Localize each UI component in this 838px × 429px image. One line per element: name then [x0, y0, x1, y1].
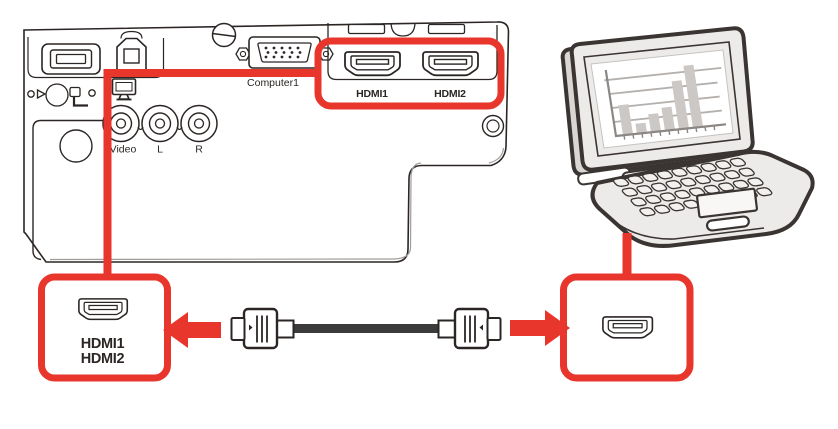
- indicator-icons: [27, 83, 96, 107]
- hdmi2-port-icon: [422, 51, 479, 77]
- panel-outline: [23, 21, 510, 263]
- projector-port-panel: Computer1 HDMI1 HDMI2: [23, 21, 510, 263]
- usb-b-port-icon: [116, 30, 147, 72]
- callout-hdmi1-label: HDMI1: [81, 336, 125, 352]
- hdmi-recess-outline: [327, 23, 498, 81]
- callout-leader-line-projector: [103, 69, 318, 277]
- laptop-touchpad: [696, 187, 758, 219]
- chart-ticks: [624, 126, 715, 140]
- arrow-right-icon: [510, 310, 570, 346]
- screw-hole-icon: [481, 114, 505, 138]
- vga-pins: [264, 46, 302, 59]
- projector-hdmi-callout-content: HDMI1 HDMI2: [78, 298, 129, 367]
- chart-bars: [618, 64, 703, 136]
- audio-right-label: R: [195, 144, 203, 156]
- laptop-front-latch: [705, 215, 750, 232]
- laptop-front-edge-line: [603, 212, 765, 240]
- small-led-icon: [27, 90, 35, 98]
- usb-a-port-icon: [41, 43, 101, 75]
- triangle-icon: [36, 88, 47, 100]
- laptop: [560, 26, 815, 248]
- hdmi-recess-tab: [347, 23, 386, 35]
- hdmi-plug-right-icon: [437, 307, 502, 350]
- rca-audio-left-jack-icon: [141, 104, 179, 143]
- hdmi-recess-tab: [427, 23, 466, 35]
- hdmi-port-callout-icon: [78, 298, 129, 321]
- laptop-hdmi-callout-content: [602, 316, 654, 339]
- hdmi-ports-highlight-box: [314, 37, 505, 110]
- power-button-icon: [45, 83, 69, 107]
- monitor-icon: [111, 78, 137, 101]
- chart-axes: [606, 58, 726, 136]
- hdmi1-port-label: HDMI1: [356, 88, 388, 100]
- panel-inner-shadow: [49, 147, 505, 261]
- panel-round-opening: [59, 129, 93, 163]
- screen-bar-chart-illustration: [603, 58, 731, 141]
- video-jack-label: Video: [110, 144, 137, 156]
- panel-seam-line: [32, 119, 103, 261]
- audio-left-label: L: [157, 144, 163, 156]
- hdmi2-port-label: HDMI2: [434, 88, 466, 100]
- hdmi-plug-left-icon: [230, 307, 295, 350]
- hdmi1-port-icon: [344, 51, 401, 77]
- computer1-port-label: Computer1: [247, 77, 299, 89]
- arrow-left-icon: [163, 312, 221, 348]
- rca-audio-right-jack-icon: [180, 104, 218, 143]
- hdmi-recess-notch: [390, 22, 416, 37]
- callout-hdmi2-label: HDMI2: [81, 351, 125, 367]
- rca-bracket: [137, 126, 183, 131]
- laptop-screen: [590, 49, 734, 149]
- hdmi-port-callout-icon: [602, 316, 654, 339]
- screw-icon: [211, 22, 237, 48]
- laptop-screen-bezel: [583, 41, 741, 157]
- hdmi-cable: [230, 307, 502, 350]
- source-arrow-icon: [72, 96, 88, 107]
- small-led2-icon: [88, 89, 96, 97]
